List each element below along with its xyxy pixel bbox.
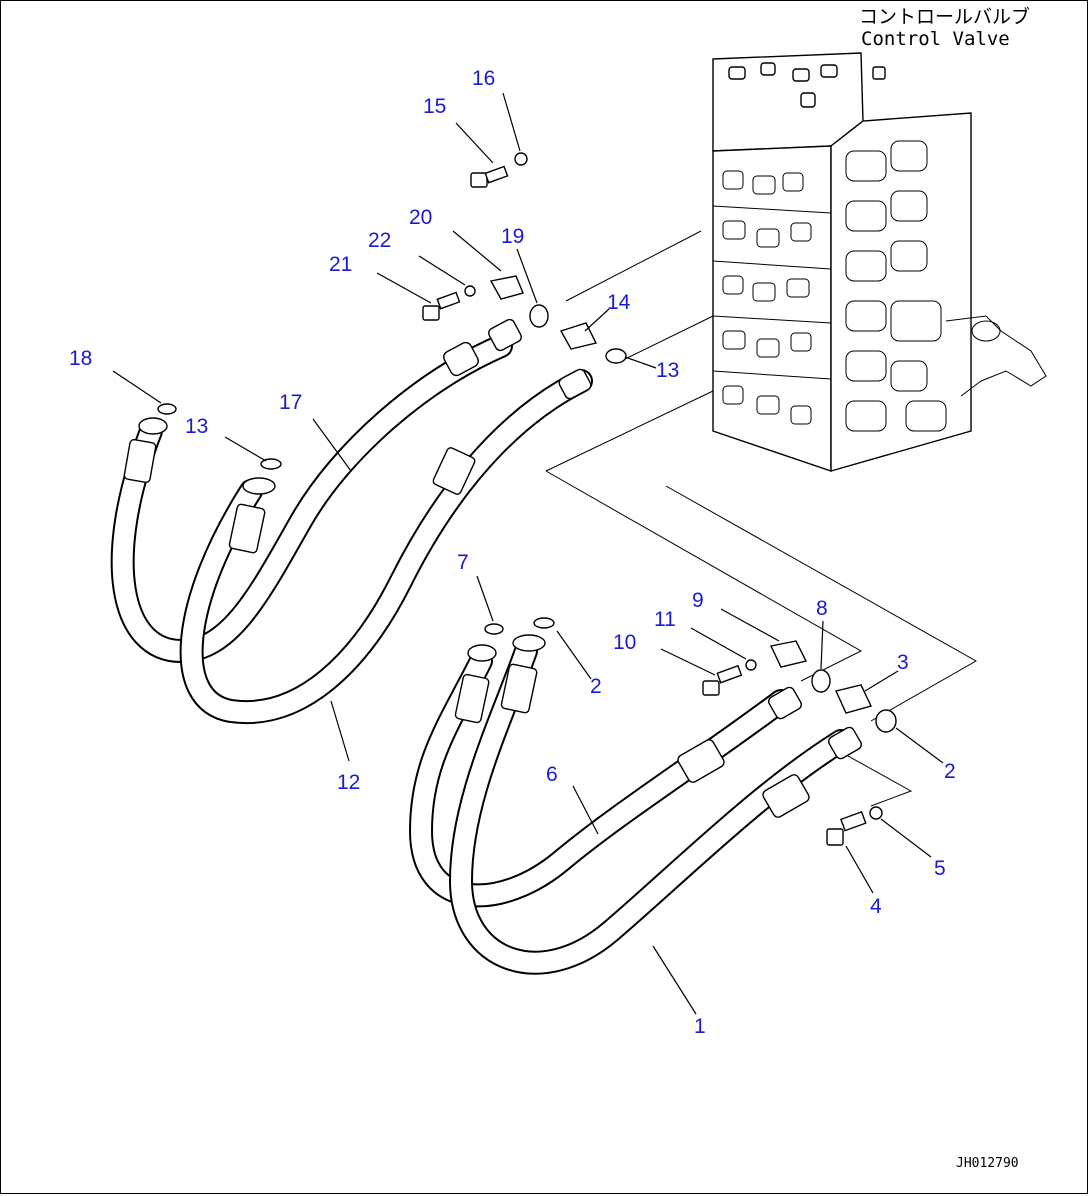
callout-20: 20 <box>409 206 432 229</box>
callout-21: 21 <box>329 253 352 276</box>
callout-12: 12 <box>337 771 360 794</box>
callout-14: 14 <box>607 291 631 314</box>
callout-17: 17 <box>279 391 302 414</box>
hose-fittings-upper <box>123 318 592 554</box>
drawing-id: JH012790 <box>956 1156 1019 1171</box>
control-valve-block <box>712 52 1047 472</box>
callout-13b: 13 <box>185 415 208 438</box>
callout-3: 3 <box>897 651 909 674</box>
callout-5: 5 <box>934 857 946 880</box>
hardware <box>157 152 897 846</box>
callout-10: 10 <box>613 631 636 654</box>
callout-1: 1 <box>694 1015 706 1038</box>
hose-17 <box>110 334 513 664</box>
callout-22: 22 <box>368 229 391 252</box>
leader-lines <box>112 92 944 1015</box>
callout-13a: 13 <box>656 359 679 382</box>
title-en: Control Valve <box>861 28 1010 50</box>
callout-6: 6 <box>546 763 558 786</box>
callout-7: 7 <box>457 551 469 574</box>
callout-4: 4 <box>870 895 882 918</box>
title-jp: コントロールバルブ <box>859 5 1030 28</box>
hose-12 <box>179 369 593 725</box>
callout-9: 9 <box>692 589 704 612</box>
callout-8: 8 <box>816 597 828 620</box>
hose-fittings-lower <box>454 634 862 818</box>
callout-15: 15 <box>423 95 446 118</box>
hose-6 <box>408 649 793 908</box>
callout-2a: 2 <box>590 675 602 698</box>
callout-2b: 2 <box>944 760 956 783</box>
callout-11: 11 <box>654 608 676 631</box>
callout-labels: 1 2 2 3 4 5 6 7 8 9 10 11 12 13 13 14 15… <box>69 67 956 1038</box>
hose-1 <box>448 639 853 975</box>
callout-16: 16 <box>472 67 495 90</box>
callout-19: 19 <box>501 225 524 248</box>
callout-18: 18 <box>69 347 92 370</box>
